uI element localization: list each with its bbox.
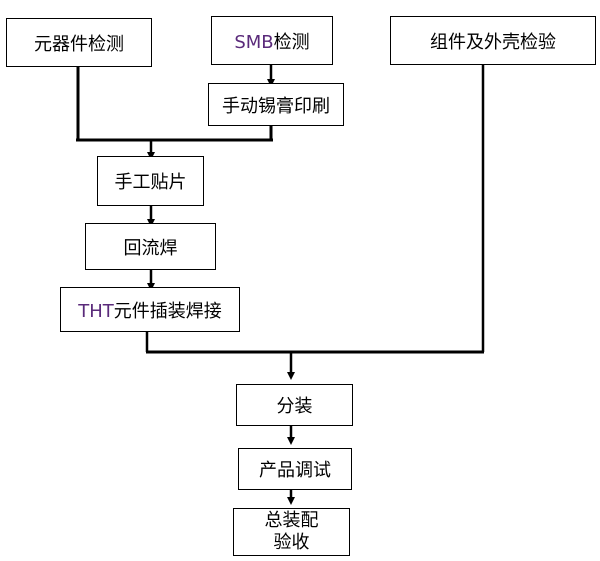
node-final-assembly-acceptance-label: 总装配 验收: [265, 510, 319, 554]
node-reflow-soldering-label: 回流焊: [123, 237, 178, 259]
node-sub-assembly-label: 分装: [276, 396, 313, 417]
node-component-inspection-label: 元器件检测: [34, 33, 124, 55]
node-final-assembly-acceptance: 总装配 验收: [233, 508, 350, 556]
tht-prefix: THT: [78, 300, 114, 322]
node-product-debugging-label: 产品调试: [259, 460, 331, 481]
node-component-inspection: 元器件检测: [6, 18, 152, 67]
node-tht-insertion-soldering: THT元件插装焊接: [60, 287, 240, 332]
node-solder-paste-printing: 手动锡膏印刷: [208, 83, 344, 126]
node-smb-inspection: SMB检测: [211, 16, 333, 65]
final-line-1: 总装配: [264, 510, 319, 531]
final-line-2: 验收: [273, 532, 310, 553]
smb-suffix: 检测: [273, 31, 310, 53]
node-reflow-soldering: 回流焊: [85, 223, 216, 270]
node-solder-paste-printing-label: 手动锡膏印刷: [222, 95, 330, 117]
node-manual-placement: 手工贴片: [97, 156, 204, 206]
smb-prefix: SMB: [234, 31, 274, 53]
node-sub-assembly: 分装: [236, 384, 353, 426]
tht-suffix: 元件插装焊接: [113, 300, 222, 322]
node-tht-insertion-soldering-label: THT元件插装焊接: [78, 297, 222, 323]
node-manual-placement-label: 手工贴片: [114, 172, 187, 193]
node-product-debugging: 产品调试: [238, 448, 352, 490]
node-smb-inspection-label: SMB检测: [234, 28, 309, 54]
node-component-housing-inspection-label: 组件及外壳检验: [430, 31, 556, 53]
node-component-housing-inspection: 组件及外壳检验: [390, 16, 596, 65]
